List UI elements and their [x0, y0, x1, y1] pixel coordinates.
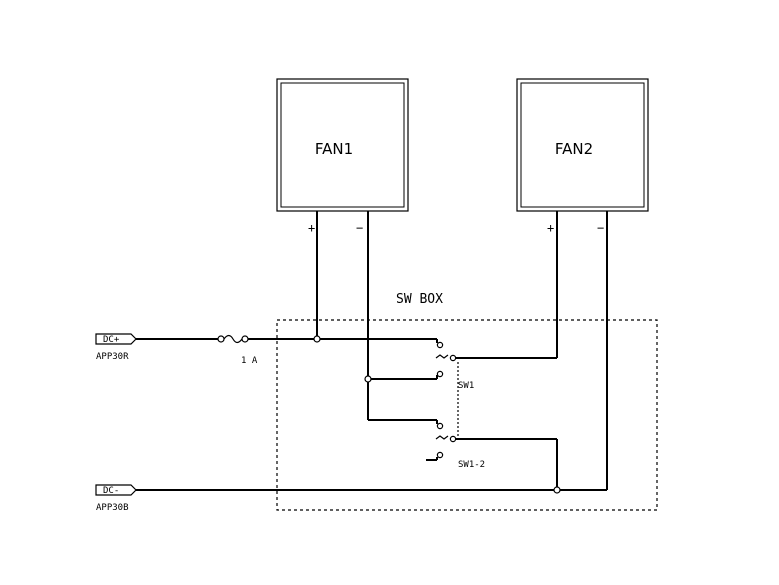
dc-plus-connector: DC+ APP30R [95, 333, 137, 362]
fan2-label: FAN2 [555, 140, 593, 158]
wires [136, 211, 608, 491]
fan2-minus-mark: − [597, 221, 604, 235]
dc-minus-ref: APP30B [96, 503, 129, 513]
fuse-symbol: 1 A [136, 334, 258, 366]
sw1-switch: SW1 [435, 341, 474, 438]
sw-box-enclosure [276, 319, 658, 511]
junctions [313, 335, 561, 494]
fan1-plus-mark: + [308, 221, 315, 235]
dc-plus-ref: APP30R [96, 352, 129, 362]
dc-plus-label: DC+ [103, 335, 120, 345]
sw1-label: SW1 [458, 381, 474, 391]
fan2-box: FAN2 [516, 78, 649, 212]
sw1-2-switch: SW1-2 [435, 422, 485, 470]
fan2-plus-mark: + [547, 221, 554, 235]
sw-box-title: SW BOX [396, 292, 443, 307]
dc-minus-label: DC- [103, 486, 119, 496]
fan1-box: FAN1 [276, 78, 409, 212]
fuse-rating: 1 A [241, 356, 258, 366]
dc-minus-connector: DC- APP30B [95, 484, 137, 513]
sw1-2-label: SW1-2 [458, 460, 485, 470]
fan1-minus-mark: − [356, 221, 363, 235]
fan1-label: FAN1 [315, 140, 353, 158]
